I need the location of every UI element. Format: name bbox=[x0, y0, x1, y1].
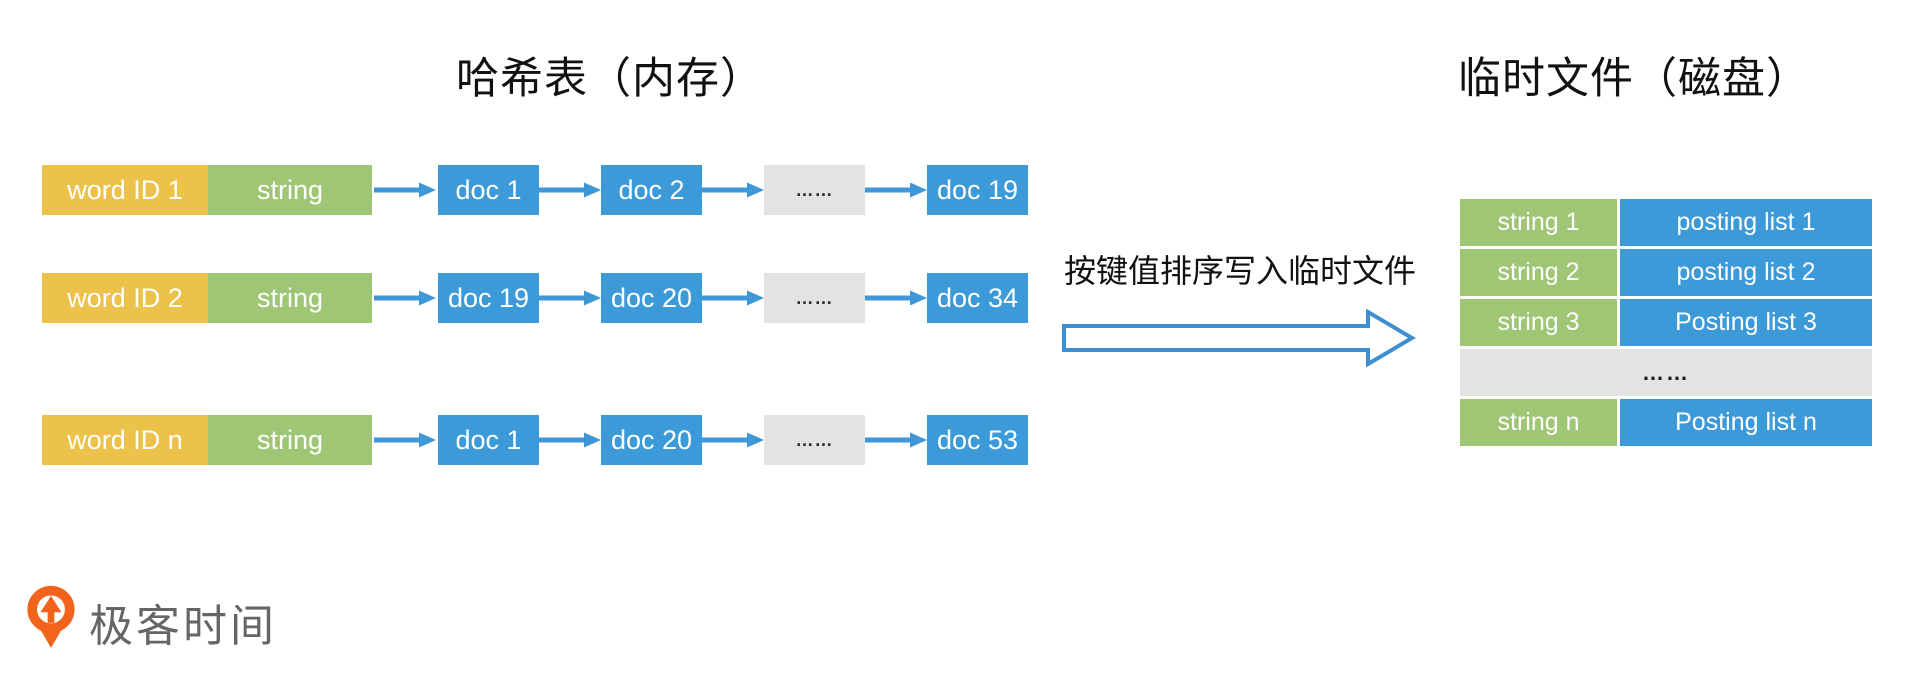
ellipsis-cell: …… bbox=[764, 415, 865, 465]
link-arrow-icon bbox=[702, 180, 764, 200]
doc-cell: doc 34 bbox=[927, 273, 1028, 323]
geektime-logo-text: 极客时间 bbox=[89, 601, 277, 651]
link-arrow-icon bbox=[702, 288, 764, 308]
word-id-cell: word ID 1 bbox=[42, 165, 208, 215]
string-key-cell: string 3 bbox=[1460, 299, 1617, 346]
string-cell: string bbox=[208, 273, 372, 323]
doc-cell: doc 1 bbox=[438, 165, 539, 215]
doc-cell: doc 19 bbox=[438, 273, 539, 323]
ellipsis-cell: …… bbox=[764, 273, 865, 323]
ellipsis-cell: …… bbox=[764, 165, 865, 215]
posting-list-cell: Posting list 3 bbox=[1620, 299, 1872, 346]
link-arrow-icon bbox=[539, 180, 601, 200]
hash-table-row-n: word ID n string doc 1 doc 20 …… doc 53 bbox=[42, 415, 1028, 465]
transfer-label: 按键值排序写入临时文件 bbox=[1063, 253, 1416, 289]
link-arrow-icon bbox=[865, 180, 927, 200]
link-arrow-icon bbox=[865, 288, 927, 308]
string-cell: string bbox=[208, 165, 372, 215]
word-id-cell: word ID n bbox=[42, 415, 208, 465]
link-arrow-icon bbox=[539, 430, 601, 450]
posting-list-cell: posting list 1 bbox=[1620, 199, 1872, 246]
doc-cell: doc 53 bbox=[927, 415, 1028, 465]
word-id-cell: word ID 2 bbox=[42, 273, 208, 323]
left-section-title: 哈希表（内存） bbox=[456, 55, 764, 103]
string-key-cell: string n bbox=[1460, 399, 1617, 446]
doc-cell: doc 20 bbox=[601, 273, 702, 323]
link-arrow-icon bbox=[702, 430, 764, 450]
hash-table-row-1: word ID 1 string doc 1 doc 2 …… doc 19 bbox=[42, 165, 1028, 215]
geektime-logo: 极客时间 bbox=[26, 584, 277, 659]
posting-list-cell: Posting list n bbox=[1620, 399, 1872, 446]
temp-file-table: string 1 posting list 1 string 2 posting… bbox=[1460, 199, 1872, 446]
right-section-title: 临时文件（磁盘） bbox=[1458, 55, 1810, 103]
geektime-logo-icon bbox=[26, 584, 76, 659]
link-arrow-icon bbox=[374, 288, 436, 308]
link-arrow-icon bbox=[374, 180, 436, 200]
hash-table-row-2: word ID 2 string doc 19 doc 20 …… doc 34 bbox=[42, 273, 1028, 323]
doc-cell: doc 19 bbox=[927, 165, 1028, 215]
string-key-cell: string 1 bbox=[1460, 199, 1617, 246]
doc-cell: doc 1 bbox=[438, 415, 539, 465]
posting-list-cell: posting list 2 bbox=[1620, 249, 1872, 296]
string-cell: string bbox=[208, 415, 372, 465]
string-key-cell: string 2 bbox=[1460, 249, 1617, 296]
link-arrow-icon bbox=[374, 430, 436, 450]
transfer-arrow-icon bbox=[1062, 308, 1416, 368]
doc-cell: doc 20 bbox=[601, 415, 702, 465]
doc-cell: doc 2 bbox=[601, 165, 702, 215]
link-arrow-icon bbox=[539, 288, 601, 308]
table-ellipsis-cell: …… bbox=[1460, 349, 1872, 396]
link-arrow-icon bbox=[865, 430, 927, 450]
